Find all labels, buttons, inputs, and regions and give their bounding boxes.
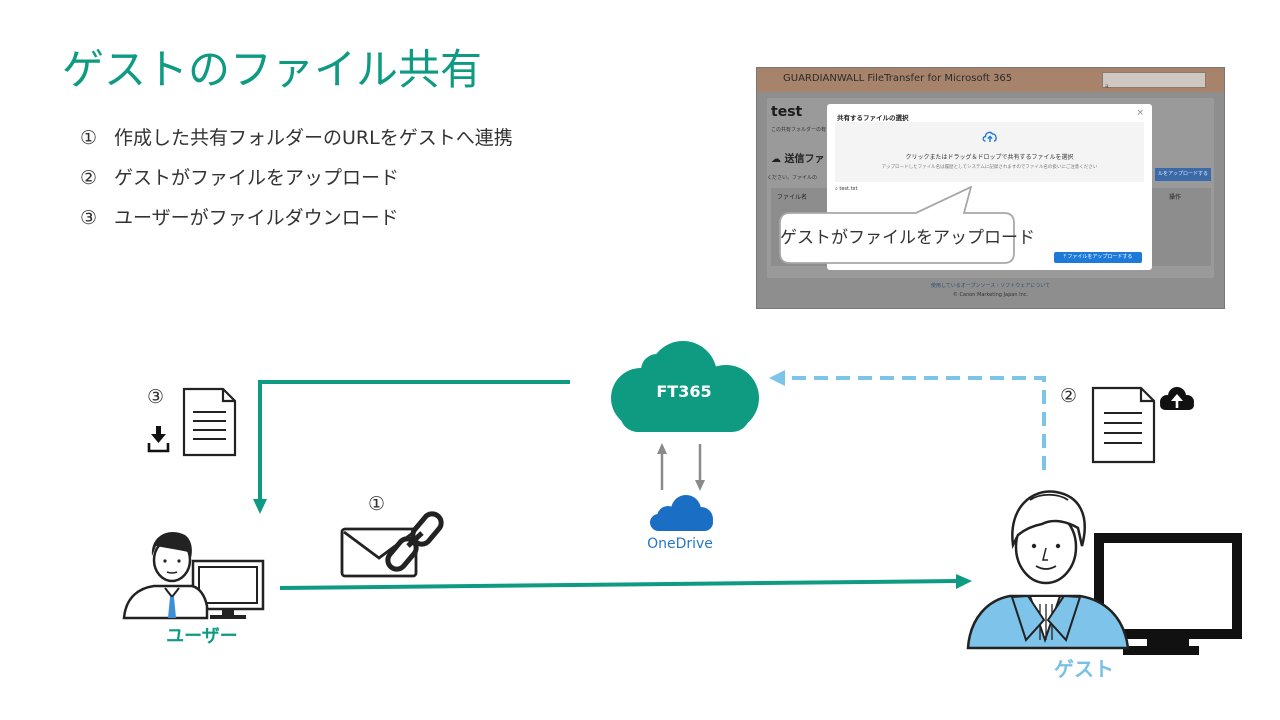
upload-icon: ⤒ — [1063, 254, 1068, 260]
document-icon — [182, 387, 237, 457]
selected-file-name: test.txt — [839, 186, 858, 192]
cloud-upload-icon — [1160, 387, 1194, 410]
step-text: ユーザーがファイルダウンロード — [114, 207, 399, 229]
modal-title: 共有するファイルの選択 — [837, 114, 909, 122]
app-footer-link: 使用しているオープンソース・ソフトウェアについて — [930, 283, 1051, 289]
download-icon — [147, 426, 170, 453]
sync-arrows — [657, 443, 705, 491]
user-prefix: a — [1105, 83, 1109, 90]
document-icon — [1091, 386, 1156, 464]
app-screenshot: GUARDIANWALL FileTransfer for Microsoft … — [756, 67, 1225, 309]
guest-label: ゲスト — [1054, 657, 1114, 681]
step-item: ① 作成した共有フォルダーのURLをゲストへ連携 — [80, 124, 513, 164]
link-icon — [385, 511, 444, 572]
app-upload-button-bg: ルをアップロードする — [1155, 168, 1211, 181]
app-column-op: 操作 — [1169, 194, 1182, 201]
modal-close-icon: × — [1136, 108, 1144, 118]
onedrive-icon — [650, 495, 713, 531]
ft365-cloud-icon — [611, 341, 759, 432]
onedrive-label: OneDrive — [647, 536, 713, 552]
user-label: ユーザー — [166, 626, 238, 647]
step-item: ③ ユーザーがファイルダウンロード — [80, 204, 513, 244]
app-section-label: 送信ファ — [784, 154, 825, 165]
step-number: ② — [80, 167, 98, 189]
step-text: 作成した共有フォルダーのURLをゲストへ連携 — [114, 127, 513, 149]
guest-avatar-icon — [966, 490, 1242, 655]
share-link-arrow-head — [956, 574, 972, 589]
ft365-label: FT365 — [656, 382, 712, 401]
step-number: ① — [80, 127, 98, 149]
callout-text: ゲストがファイルをアップロード — [780, 228, 1035, 248]
download-arrow-head — [253, 499, 267, 514]
drop-note: アップロードしたファイル名は履歴としてシステムに記録されますのでファイル名の扱い… — [881, 165, 1098, 170]
step-text: ゲストがファイルをアップロード — [114, 167, 400, 189]
cloud-upload-icon: ☁ — [771, 154, 785, 165]
download-flow-arrow — [258, 380, 570, 500]
drop-text: クリックまたはドラッグ＆ドロップで共有するファイルを選択 — [905, 154, 1074, 161]
upload-cloud-icon — [835, 128, 1144, 147]
upload-file-label: ファイルをアップロードする — [1067, 254, 1133, 260]
app-section-title: ☁ 送信ファ — [771, 150, 824, 165]
app-header: GUARDIANWALL FileTransfer for Microsoft … — [757, 68, 1224, 92]
app-page-title: test — [771, 104, 803, 120]
user-avatar-icon — [122, 531, 265, 620]
upload-file-button: ⤒ ファイルをアップロードする — [1054, 252, 1142, 263]
upload-flow-arrow — [788, 376, 1046, 470]
steps-list: ① 作成した共有フォルダーのURLをゲストへ連携 ② ゲストがファイルをアップロード… — [80, 124, 513, 244]
drop-zone: クリックまたはドラッグ＆ドロップで共有するファイルを選択 アップロードしたファイ… — [835, 122, 1144, 182]
step-marker-2: ② — [1060, 385, 1078, 407]
upload-arrow-head — [769, 370, 785, 386]
app-page-subtitle: この共有フォルダーの有 — [771, 127, 827, 133]
user-field: a — [1102, 72, 1206, 90]
callout-balloon — [779, 186, 1015, 264]
step-marker-1: ① — [368, 493, 386, 515]
step-marker-3: ③ — [147, 386, 165, 408]
page-title: ゲストのファイル共有 — [62, 45, 483, 94]
step-item: ② ゲストがファイルをアップロード — [80, 164, 513, 204]
app-note: ください。ファイルの — [767, 175, 818, 181]
app-column-name: ファイル名 — [777, 194, 808, 201]
share-link-flow-arrow — [279, 579, 959, 590]
selected-file: ⌕ test.txt — [835, 186, 857, 192]
app-footer-copy: © Canon Marketing Japan Inc. — [952, 292, 1029, 298]
attachment-icon: ⌕ — [835, 186, 840, 192]
step-number: ③ — [80, 207, 98, 229]
app-brand: GUARDIANWALL FileTransfer for Microsoft … — [783, 73, 1013, 84]
